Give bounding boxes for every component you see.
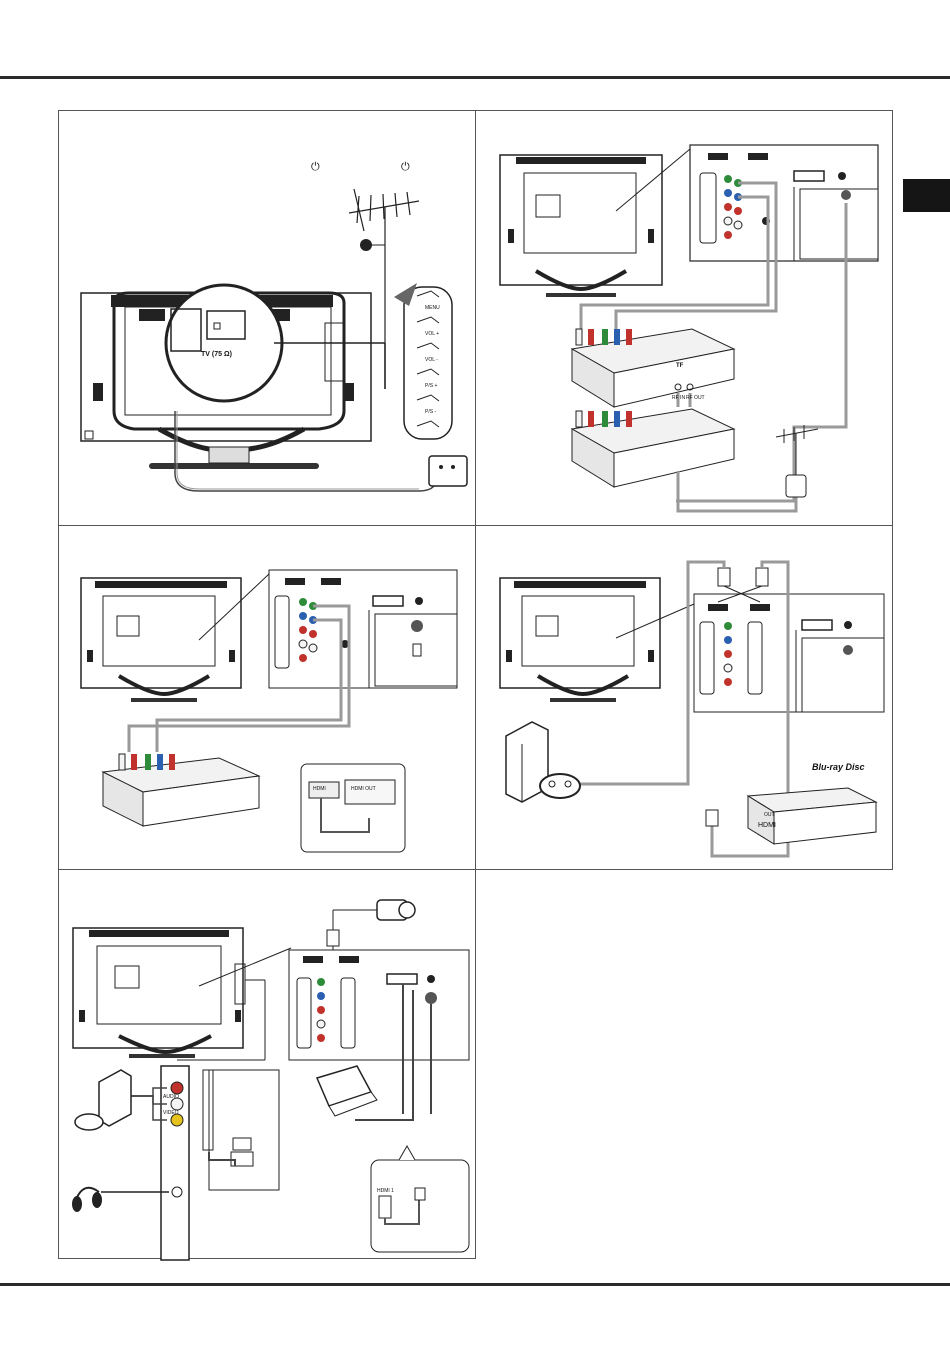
side-button-vol-plus: VOL + <box>425 331 439 337</box>
side-label-video: VIDEO <box>163 1110 179 1116</box>
port-rf-in: RF IN <box>672 395 685 401</box>
side-connection-diagram <box>59 870 477 1260</box>
panel-component-video: HDMI HDMI OUT <box>58 525 476 870</box>
component-connection-diagram <box>476 111 894 527</box>
panel-component-rf: TF RF IN RF OUT <box>475 110 893 526</box>
bottom-rule <box>0 1283 950 1286</box>
pc-hdmi-label: HDMI 1 <box>377 1188 394 1194</box>
adapter-hdmi-label: HDMI <box>313 786 326 792</box>
component-video-diagram <box>59 526 477 871</box>
bluray-logo: Blu-ray Disc <box>812 762 865 772</box>
player-hdmi-label: HDMI <box>758 822 776 829</box>
top-rule <box>0 76 950 79</box>
side-button-vol-minus: VOL - <box>425 357 438 363</box>
rf-port-label: TV (75 Ω) <box>201 351 232 358</box>
side-button-ps-minus: P/S - <box>425 409 436 415</box>
side-button-ps-plus: P/S + <box>425 383 437 389</box>
hdmi-connection-diagram <box>476 526 894 871</box>
tv-back-antenna-diagram <box>59 111 477 527</box>
port-rf-out: RF OUT <box>686 395 705 401</box>
side-label-audio: AUDIO <box>163 1094 179 1100</box>
adapter-hdmi-out-label: HDMI OUT <box>351 786 376 792</box>
panel-side-connections: AUDIO VIDEO HDMI 1 <box>58 869 476 1259</box>
side-button-menu: MENU <box>425 305 440 311</box>
panel-antenna-power: ⏻ ⏻ <box>58 110 476 526</box>
section-tab <box>903 179 950 212</box>
panel-hdmi-bluray: Blu-ray Disc OUT HDMI <box>475 525 893 870</box>
device-brand-1: TF <box>676 363 683 369</box>
player-out-label: OUT <box>764 812 775 818</box>
